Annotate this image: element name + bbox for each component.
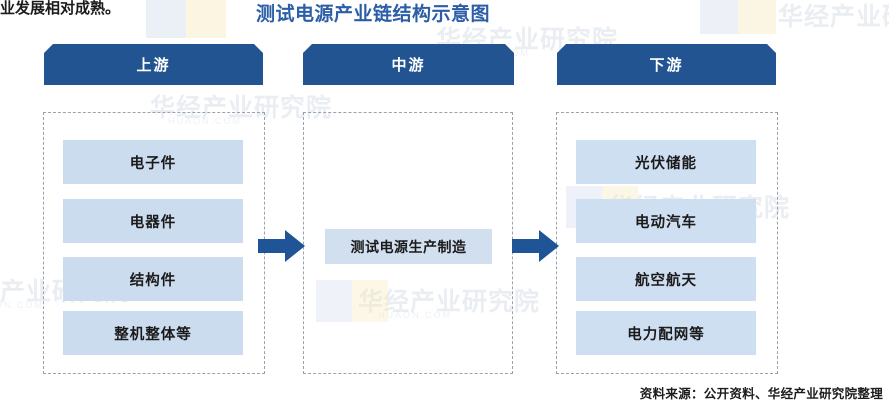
watermark-sub-4: HUAON.COM [0,300,44,310]
midstream-item-0-label: 测试电源生产制造 [350,238,467,255]
arrow-right-icon-upstream-to-midstream [258,229,306,263]
watermark-text-2: 华经产业研究院 [778,3,889,31]
upstream-item-1-label: 电器件 [129,214,177,231]
stage-banner-midstream: 中游 [303,44,514,85]
stage-banner-upstream: 上游 [44,44,263,85]
source-note: 资料来源：公开资料、华经产业研究院整理 [639,387,883,401]
stage-banner-upstream-label: 上游 [136,57,171,74]
downstream-item-1: 电动汽车 [576,199,756,243]
upstream-item-2: 结构件 [63,257,243,301]
downstream-item-2-label: 航空航天 [635,272,697,289]
page-title: 测试电源产业链结构示意图 [256,4,491,25]
arrow-right-icon-midstream-to-downstream [512,229,560,263]
upstream-item-1: 电器件 [63,199,243,243]
stage-banner-midstream-label: 中游 [391,57,426,74]
watermark-blob-2 [186,0,226,38]
upstream-item-0-label: 电子件 [129,155,177,172]
upstream-item-0: 电子件 [63,140,243,184]
stage-banner-downstream-label: 下游 [649,57,684,74]
downstream-item-3: 电力配网等 [576,311,756,355]
watermark-blob-1 [146,0,186,38]
upstream-item-2-label: 结构件 [129,272,177,289]
watermark-blob-4 [738,0,776,34]
stage-container-downstream [556,112,778,374]
preceding-paragraph-text: 业发展相对成熟。 [0,0,121,17]
midstream-item-0: 测试电源生产制造 [325,229,492,264]
downstream-item-0-label: 光伏储能 [635,155,697,172]
upstream-item-3-label: 整机整体等 [114,326,192,343]
stage-banner-downstream: 下游 [557,44,776,85]
downstream-item-1-label: 电动汽车 [635,214,697,231]
upstream-item-3: 整机整体等 [63,311,243,355]
downstream-item-0: 光伏储能 [576,140,756,184]
downstream-item-3-label: 电力配网等 [627,326,705,343]
downstream-item-2: 航空航天 [576,257,756,301]
watermark-blob-3 [700,0,738,34]
